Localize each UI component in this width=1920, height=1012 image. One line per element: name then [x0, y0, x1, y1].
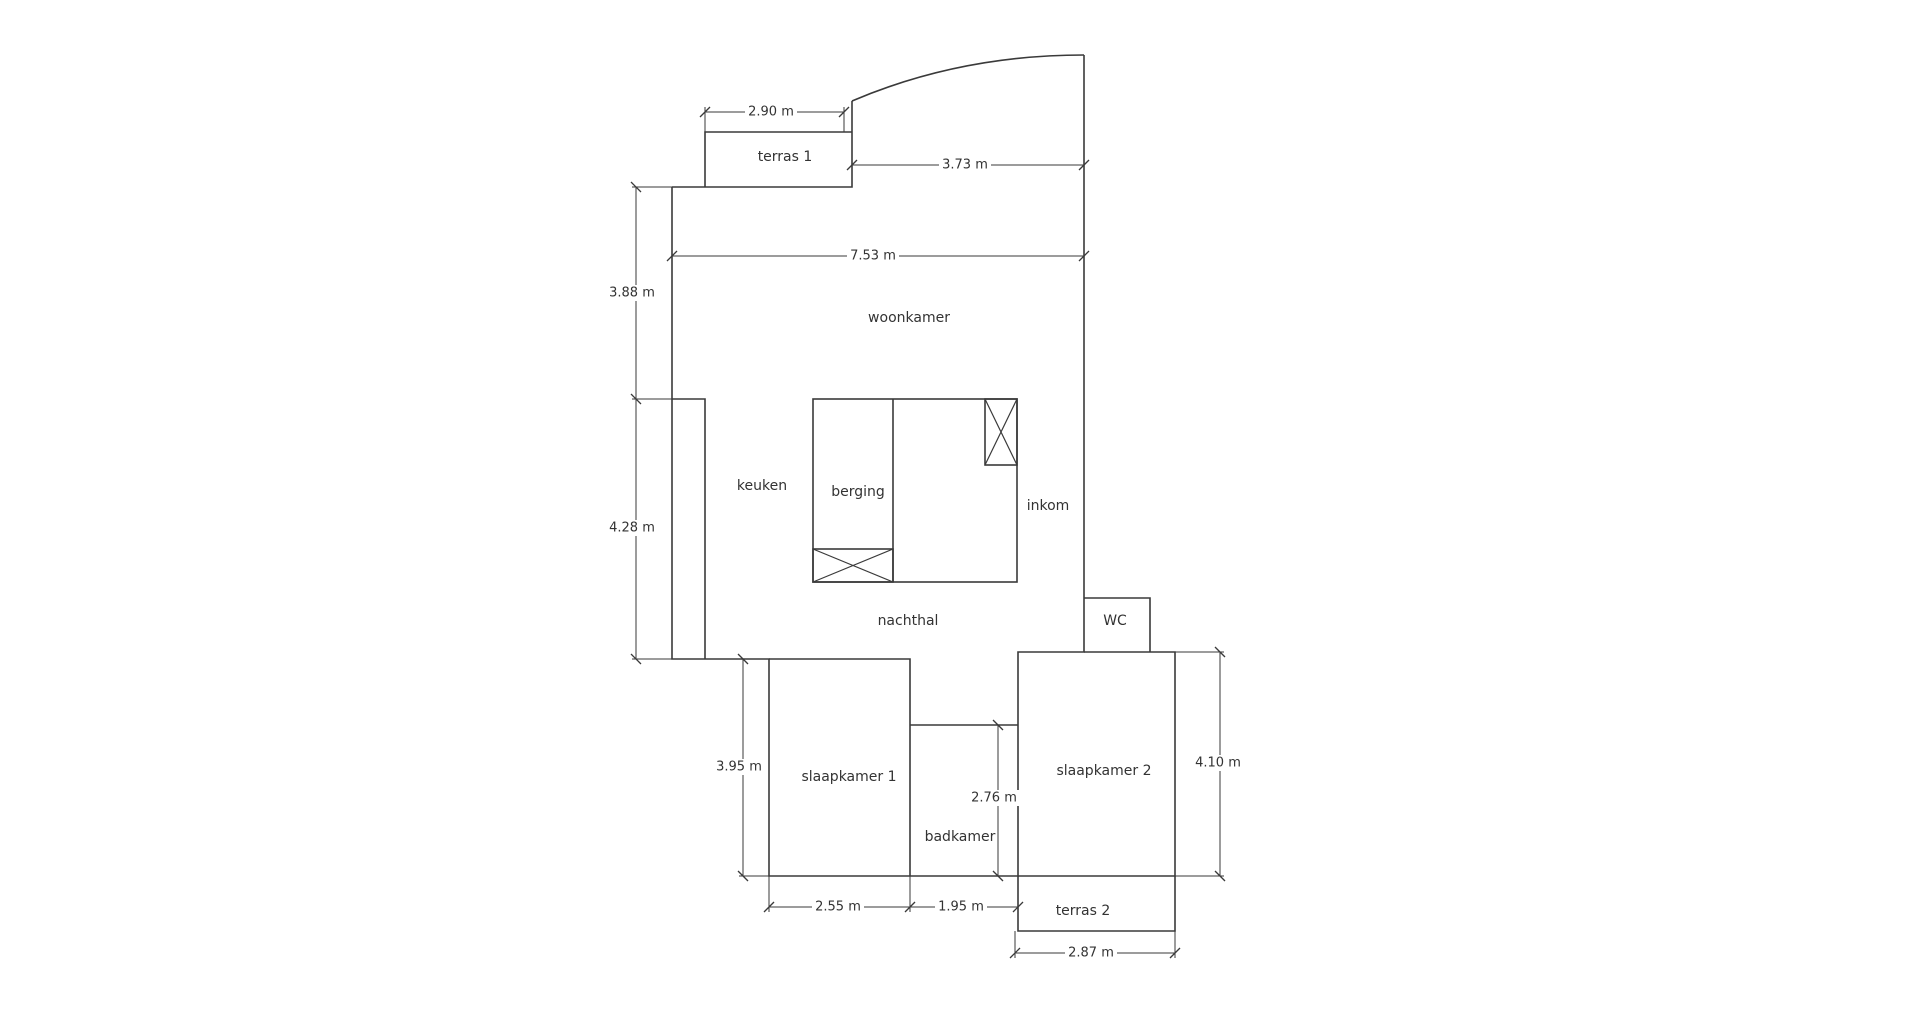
shaft-marks: [812, 398, 1018, 583]
room-label-terras2: terras 2: [1056, 903, 1111, 919]
room-label-wc: WC: [1103, 613, 1127, 629]
dim-label-slaapkamer1-height: 3.95 m: [716, 760, 762, 775]
dim-label-top-right-width: 3.73 m: [942, 158, 988, 173]
dim-tick: [838, 106, 850, 118]
dim-tick: [904, 901, 916, 913]
shaft-cross-berging: [812, 548, 894, 583]
dim-label-slaapkamer2-height: 4.10 m: [1195, 756, 1241, 771]
room-label-badkamer: badkamer: [925, 829, 996, 845]
dim-label-total-width: 7.53 m: [850, 249, 896, 264]
dim-tick: [846, 159, 858, 171]
dim-label-badkamer-height: 2.76 m: [971, 791, 1017, 806]
dim-tick: [737, 870, 749, 882]
dim-label-terras1-width: 2.90 m: [748, 105, 794, 120]
kitchen-counter: [672, 398, 706, 659]
cabinet-berging: [812, 548, 894, 583]
cabinet-inkom: [984, 398, 1018, 466]
room-label-nachthal: nachthal: [878, 613, 939, 629]
room-label-terras1: terras 1: [758, 149, 813, 165]
dim-label-left-lower-height: 4.28 m: [609, 521, 655, 536]
room-label-keuken: keuken: [737, 478, 787, 494]
dim-tick: [737, 653, 749, 665]
dim-tick: [699, 106, 711, 118]
room-labels: terras 1 woonkamer keuken berging inkom …: [737, 149, 1152, 919]
shaft-cross-inkom: [984, 398, 1018, 466]
walls: [671, 54, 1176, 932]
slaapkamer1-outline: [769, 658, 911, 876]
dim-tick: [1012, 901, 1024, 913]
dim-tick: [666, 250, 678, 262]
room-label-slaapkamer2: slaapkamer 2: [1056, 763, 1151, 779]
dim-tick: [992, 719, 1004, 731]
dim-tick: [630, 653, 642, 665]
dimension-labels: 2.90 m 3.73 m 7.53 m 3.88 m 4.28 m 3.95 …: [609, 105, 1241, 961]
room-label-woonkamer: woonkamer: [868, 310, 950, 326]
slaapkamer2-outline: [1018, 651, 1176, 877]
dim-label-badkamer-width: 1.95 m: [938, 900, 984, 915]
dim-label-slaapkamer1-width: 2.55 m: [815, 900, 861, 915]
dim-tick: [1009, 947, 1021, 959]
dimension-label-bgs: [606, 104, 1244, 961]
berging-block: [812, 398, 1018, 583]
dim-tick: [1214, 870, 1226, 882]
dim-tick: [630, 393, 642, 405]
curved-wall: [851, 54, 1085, 102]
dim-tick: [763, 901, 775, 913]
outer-wall: [671, 55, 1085, 877]
dim-tick: [1214, 646, 1226, 658]
dim-label-left-upper-height: 3.88 m: [609, 286, 655, 301]
dim-tick: [630, 181, 642, 193]
dim-tick: [1078, 159, 1090, 171]
wc-outline: [1084, 597, 1151, 652]
room-label-berging: berging: [831, 484, 885, 500]
dim-tick: [1078, 250, 1090, 262]
dim-tick: [992, 870, 1004, 882]
room-label-inkom: inkom: [1027, 498, 1070, 514]
dim-label-terras2-width: 2.87 m: [1068, 946, 1114, 961]
room-label-slaapkamer1: slaapkamer 1: [801, 769, 896, 785]
dim-tick: [1169, 947, 1181, 959]
